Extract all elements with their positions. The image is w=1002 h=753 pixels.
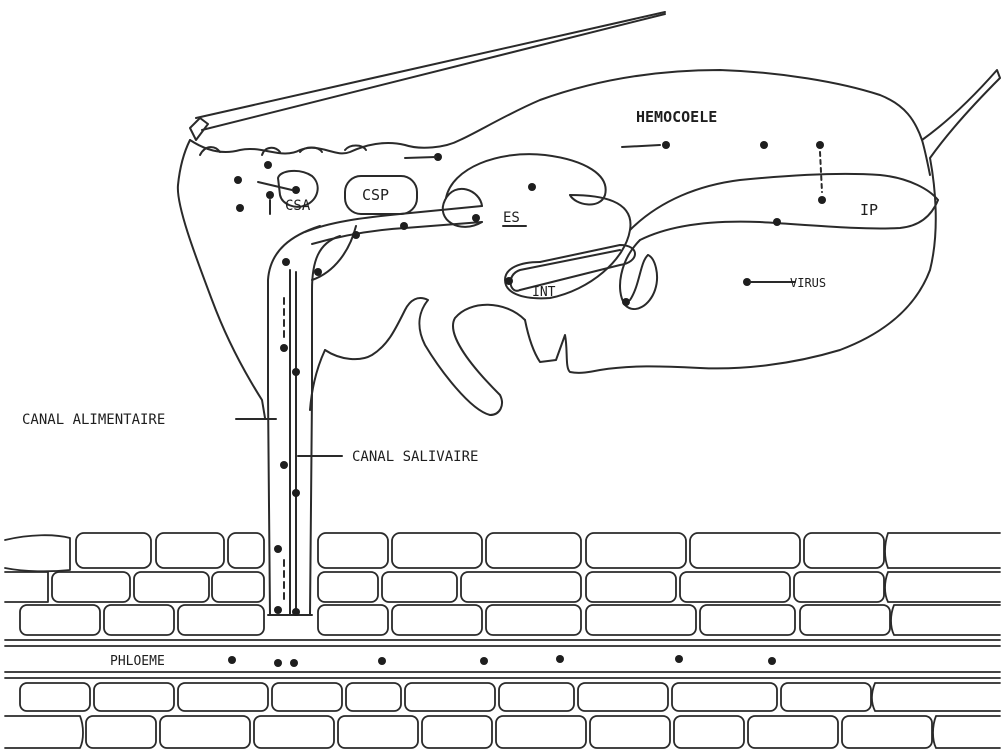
label-int: INT — [532, 285, 556, 300]
label-phloeme: PHLOEME — [110, 654, 165, 669]
label-ip: IP — [860, 201, 878, 219]
label-canal-salivaire: CANAL SALIVAIRE — [352, 449, 478, 465]
label-hemocoele: HEMOCOELE — [636, 108, 717, 126]
plant-tissue — [5, 533, 1000, 748]
label-leaders — [236, 226, 526, 456]
antenna — [190, 12, 665, 140]
label-virus: VIRUS — [790, 276, 826, 290]
label-csa: CSA — [285, 198, 311, 214]
label-es: ES — [503, 210, 520, 226]
label-canal-alimentaire: CANAL ALIMENTAIRE — [22, 412, 165, 428]
label-csp: CSP — [362, 186, 389, 204]
movement-arrows — [258, 145, 822, 600]
internal-organs — [268, 154, 938, 615]
insect-body — [178, 70, 1000, 418]
